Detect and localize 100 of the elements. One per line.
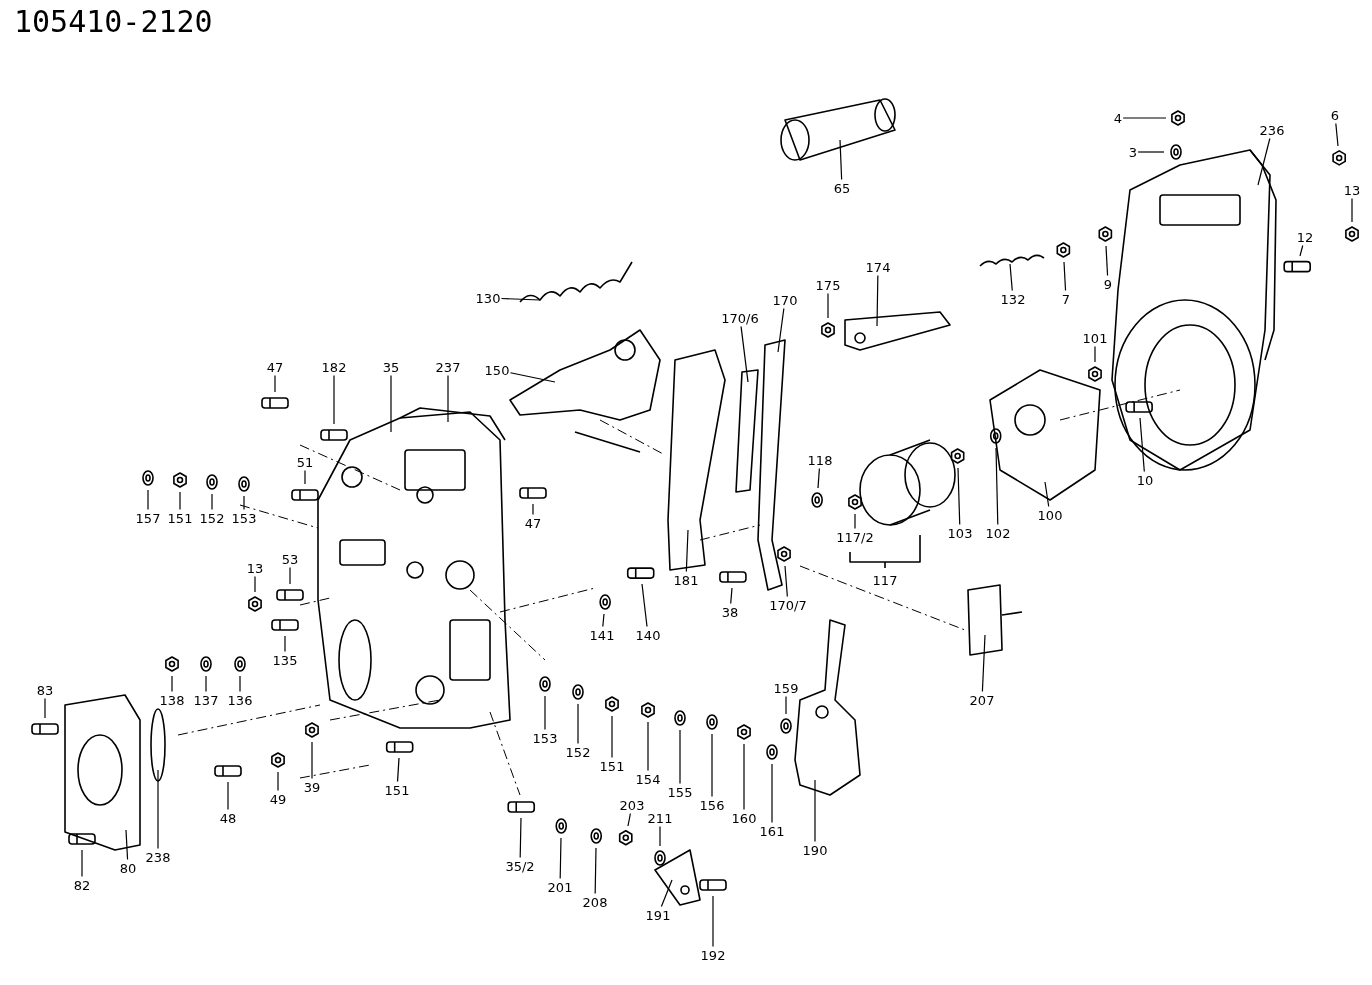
callout-number: 153	[532, 730, 558, 746]
leader-line	[447, 374, 449, 423]
callout-number: 39	[303, 779, 321, 795]
leader-line	[785, 695, 787, 715]
leader-line	[1044, 481, 1050, 508]
leader-line	[559, 837, 562, 880]
callout-number: 51	[296, 454, 314, 470]
leader-line	[254, 575, 256, 593]
leader-line	[740, 325, 749, 383]
callout-number: 151	[167, 510, 193, 526]
callout-number: 207	[969, 692, 995, 708]
leader-line	[1335, 122, 1339, 147]
callout-number: 100	[1037, 507, 1063, 523]
leader-line	[509, 372, 556, 383]
drawing-title: 105410-2120	[14, 4, 213, 40]
callout-number: 9	[1103, 276, 1113, 292]
leader-line	[712, 895, 714, 948]
leader-line	[125, 829, 129, 861]
callout-number: 65	[833, 180, 851, 196]
callout-number: 153	[231, 510, 257, 526]
callout-number: 182	[321, 359, 347, 375]
callout-number: 103	[947, 525, 973, 541]
callout-number: 154	[635, 771, 661, 787]
leader-line	[243, 495, 245, 511]
leader-line	[1122, 117, 1167, 119]
callout-number: 160	[731, 810, 757, 826]
callout-number: 47	[524, 515, 542, 531]
leader-line	[814, 779, 816, 843]
callout-number: 152	[565, 744, 591, 760]
callout-number: 135	[272, 652, 298, 668]
leader-line	[784, 565, 788, 598]
leader-line	[743, 743, 745, 811]
leader-line	[981, 634, 986, 693]
callout-number: 161	[759, 823, 785, 839]
callout-number: 12	[1296, 229, 1314, 245]
leader-line	[500, 297, 541, 301]
callout-number: 192	[700, 947, 726, 963]
leader-line	[390, 374, 392, 433]
leader-line	[995, 447, 999, 526]
callout-number: 4	[1113, 110, 1123, 126]
callout-number: 35	[382, 359, 400, 375]
callout-number: 6	[1330, 107, 1340, 123]
callout-number: 136	[227, 692, 253, 708]
callout-number: 191	[645, 907, 671, 923]
leader-line	[1094, 345, 1096, 363]
leader-line	[171, 675, 173, 693]
callout-number: 138	[159, 692, 185, 708]
leader-line	[1105, 245, 1109, 277]
leader-line	[211, 493, 213, 511]
leader-line	[289, 566, 291, 585]
callout-number: 201	[547, 879, 573, 895]
leader-line	[771, 763, 773, 824]
leader-line	[147, 489, 149, 511]
callout-number: 175	[815, 277, 841, 293]
leader-line	[333, 374, 335, 425]
callout-number: 211	[647, 810, 673, 826]
callout-number: 53	[281, 551, 299, 567]
leader-line	[519, 817, 522, 859]
leader-line	[660, 879, 673, 908]
leader-line	[1009, 263, 1013, 292]
leader-line	[594, 847, 597, 895]
leader-line	[277, 771, 279, 792]
leader-line	[284, 635, 286, 653]
leader-line	[205, 675, 207, 693]
callout-number: 80	[119, 860, 137, 876]
leader-line	[627, 812, 631, 827]
leader-line	[602, 613, 605, 628]
callout-number: 155	[667, 784, 693, 800]
leader-line	[647, 721, 649, 772]
callout-number: 49	[269, 791, 287, 807]
callout-number: 117/2	[836, 529, 874, 545]
leader-line	[1137, 151, 1165, 153]
callout-number: 170/6	[721, 310, 759, 326]
leader-line	[611, 715, 613, 759]
leader-line	[157, 769, 159, 850]
callout-number: 7	[1061, 291, 1071, 307]
leader-line	[239, 675, 241, 693]
callout-number: 132	[1000, 291, 1026, 307]
callout-number: 208	[582, 894, 608, 910]
leader-line	[957, 467, 961, 526]
leader-line	[304, 469, 306, 485]
leader-line	[817, 467, 820, 489]
callout-number: 140	[635, 627, 661, 643]
callout-number: 48	[219, 810, 237, 826]
leader-line	[179, 491, 181, 511]
callout-number: 157	[135, 510, 161, 526]
callout-number: 83	[36, 682, 54, 698]
callout-number: 141	[589, 627, 615, 643]
leader-line	[1351, 197, 1353, 223]
callout-number: 130	[475, 290, 501, 306]
callout-number: 159	[773, 680, 799, 696]
leader-line	[396, 757, 400, 783]
callout-number: 236	[1259, 122, 1285, 138]
callout-number: 102	[985, 525, 1011, 541]
leader-line	[1063, 261, 1067, 292]
callout-number: 190	[802, 842, 828, 858]
leader-line	[854, 513, 856, 530]
leader-line	[274, 374, 276, 393]
leader-line	[532, 503, 534, 516]
leader-line	[659, 825, 661, 847]
